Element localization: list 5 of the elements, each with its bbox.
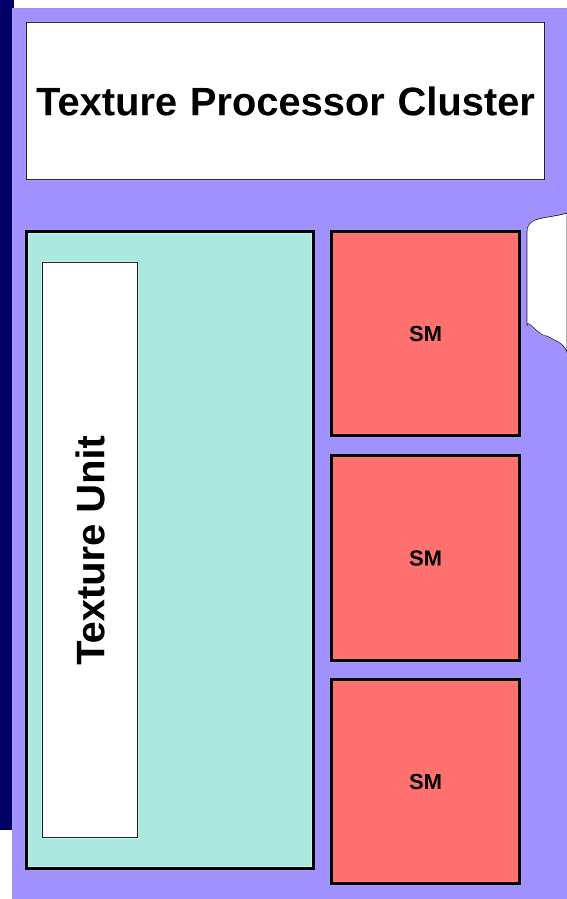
sm-box: SM (330, 678, 521, 885)
sm-box: SM (330, 230, 521, 437)
title-box: Texture Processor Cluster (26, 22, 545, 180)
texture-unit-box: Texture Unit (42, 262, 138, 838)
sm-box: SM (330, 454, 521, 662)
